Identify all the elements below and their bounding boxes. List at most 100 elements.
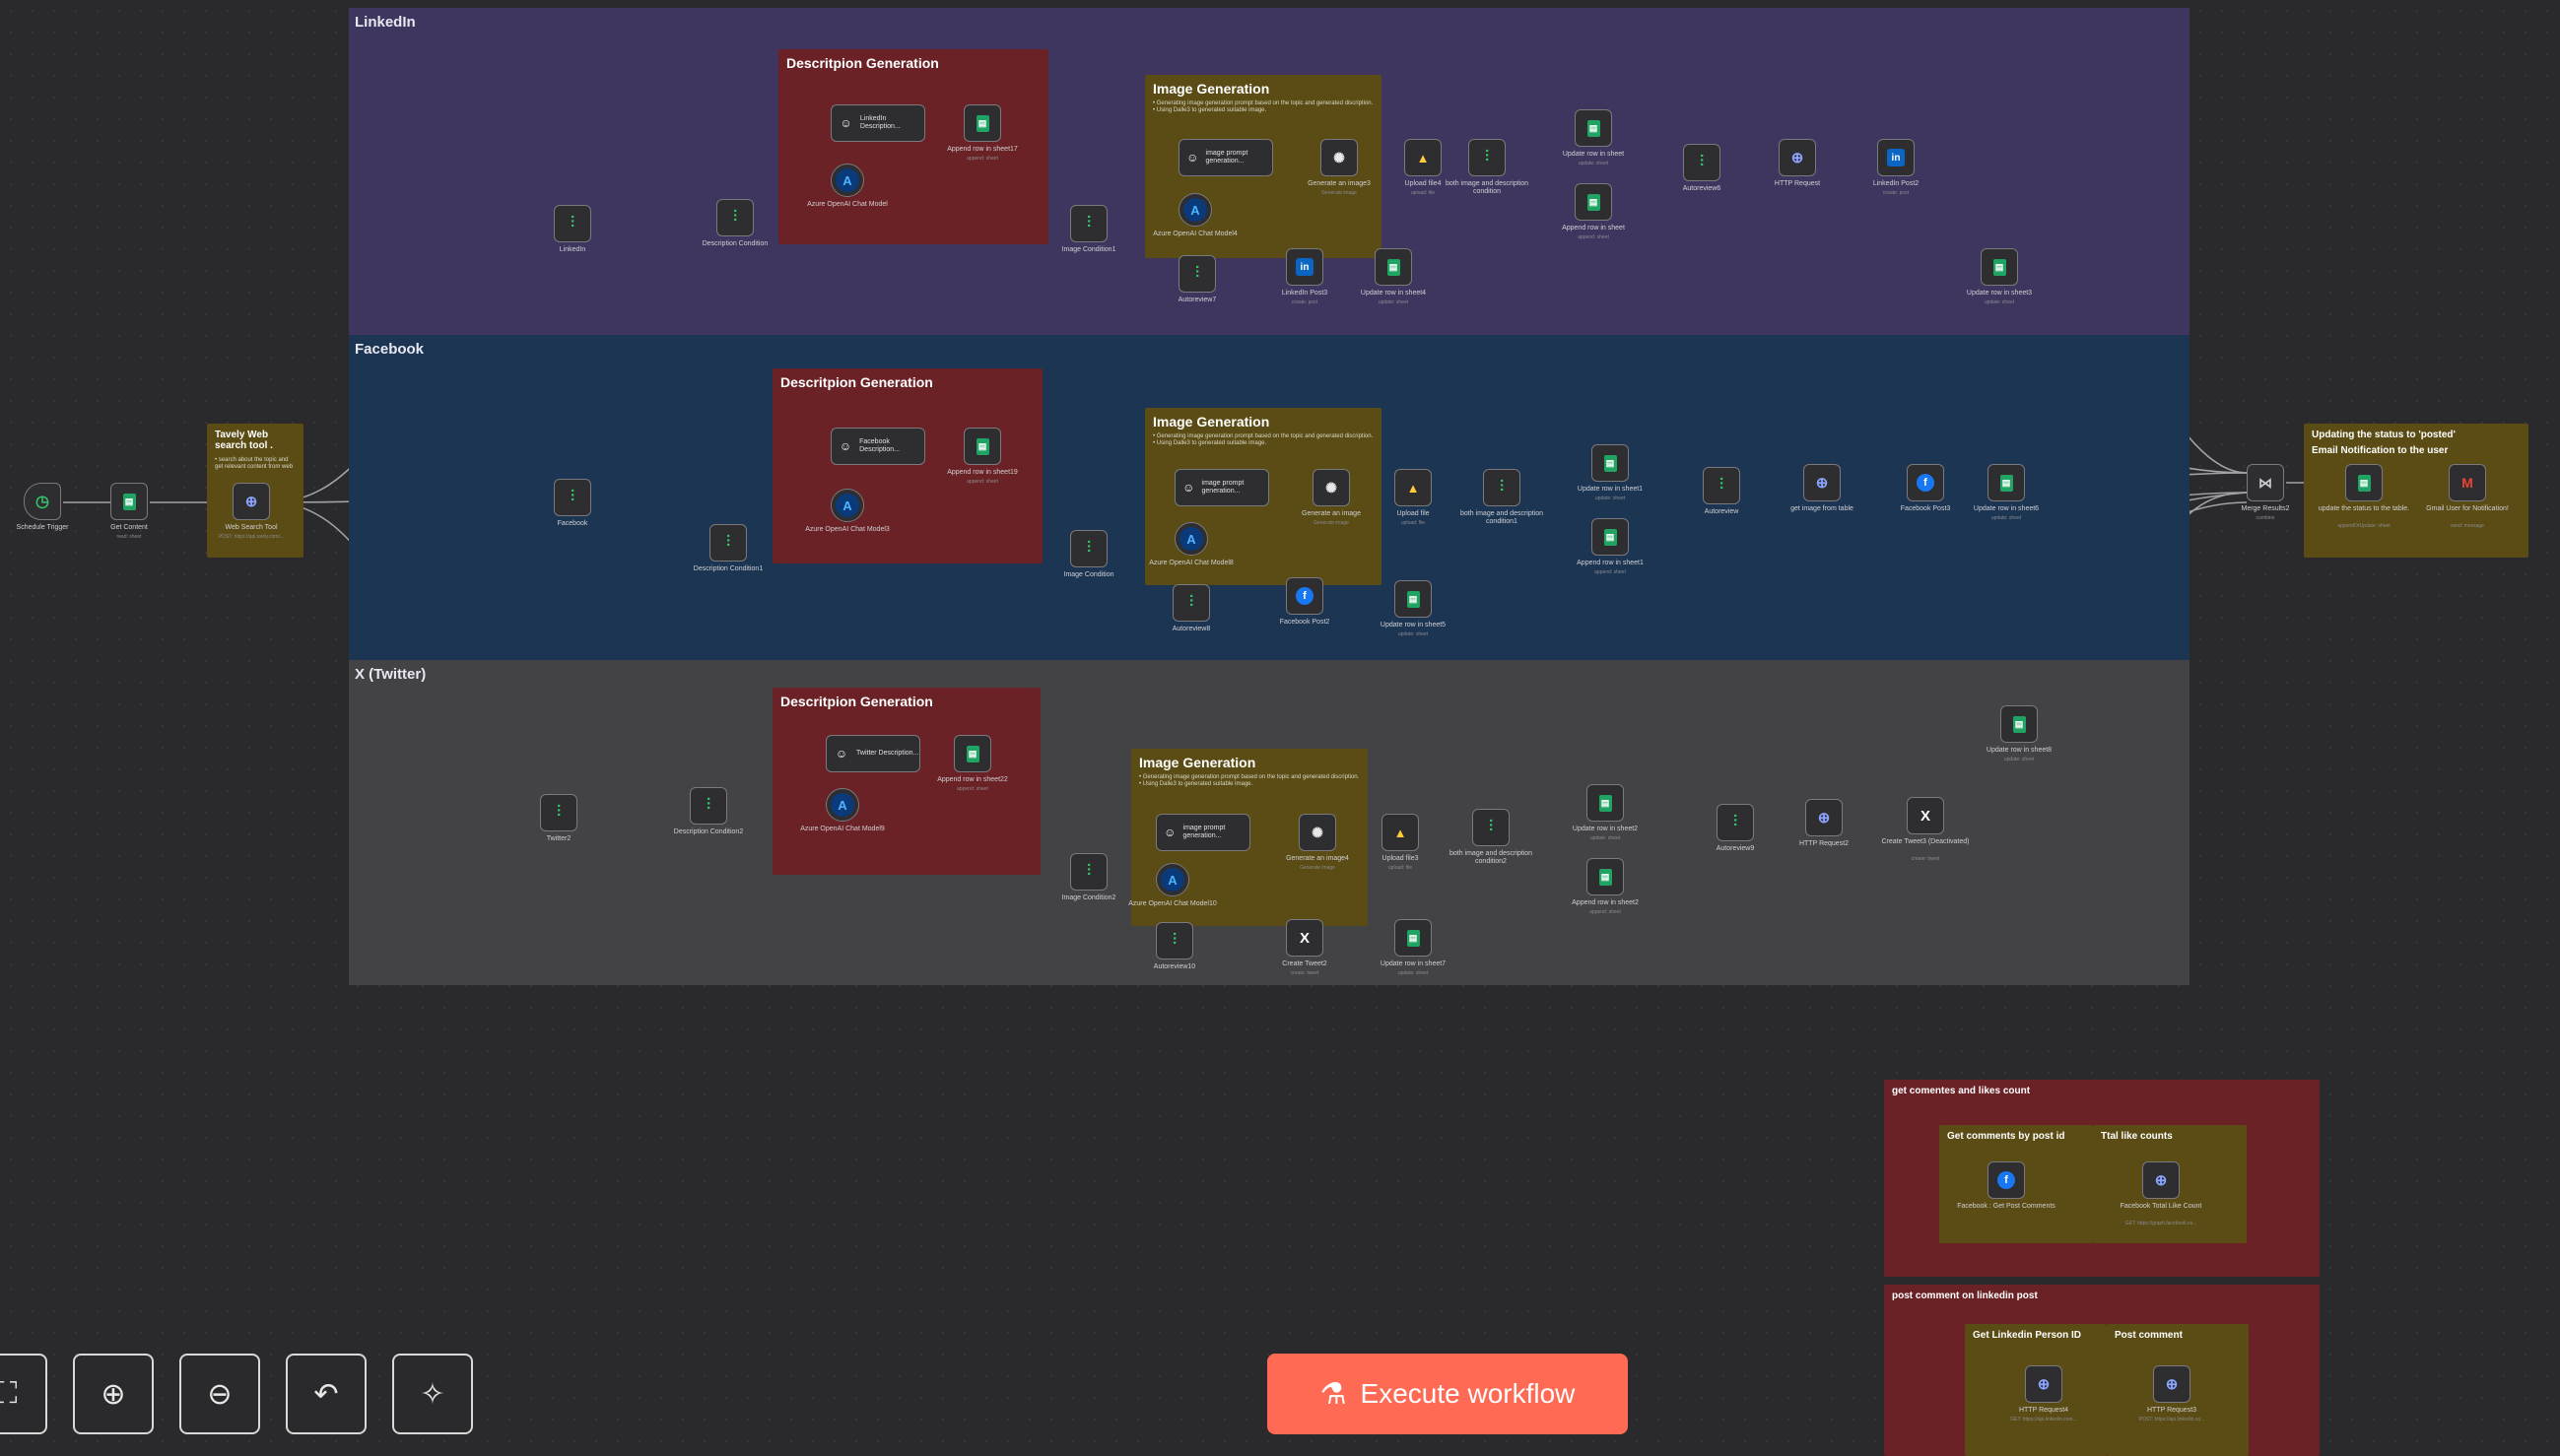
- node-label: Append row in sheet17: [947, 146, 1018, 153]
- node-imgcond1[interactable]: ⫶: [1070, 205, 1108, 242]
- node-li-genimg[interactable]: ✺: [1320, 139, 1358, 176]
- sheet-icon: ▤: [976, 437, 989, 455]
- node-websearch[interactable]: ⊕: [233, 483, 270, 520]
- if-icon: ⫶: [570, 215, 574, 232]
- node-li-update4[interactable]: ▤: [1375, 248, 1412, 286]
- robot-icon: ☺: [839, 439, 852, 453]
- node-li-desc[interactable]: ☺LinkedIn Description...: [831, 104, 925, 142]
- node-fb-both[interactable]: ⫶: [1483, 469, 1520, 506]
- sticky-desc-twitter[interactable]: Descritpion Generation: [773, 688, 1041, 875]
- node-label: Autoreview7: [1178, 297, 1217, 303]
- node-fb-getcomments[interactable]: f: [1987, 1161, 2025, 1199]
- node-fb-update5[interactable]: ▤: [1394, 580, 1432, 618]
- node-facebook[interactable]: ⫶: [554, 479, 591, 516]
- node-x-both[interactable]: ⫶: [1472, 809, 1510, 846]
- node-sublabel: create: post: [1882, 190, 1910, 196]
- node-x-append2[interactable]: ▤: [1586, 858, 1624, 895]
- node-li-post3[interactable]: in: [1286, 248, 1323, 286]
- sticky-tavily[interactable]: Tavely Web search tool . • search about …: [207, 424, 303, 558]
- node-fb-autoreview8[interactable]: ⫶: [1173, 584, 1210, 622]
- node-desccond2[interactable]: ⫶: [690, 787, 727, 825]
- node-li-http[interactable]: ⊕: [1779, 139, 1816, 176]
- tidy-up-button[interactable]: ✧: [392, 1354, 473, 1434]
- node-sublabel: update: sheet: [1589, 835, 1621, 841]
- node-linkedin[interactable]: ⫶: [554, 205, 591, 242]
- sheet-icon: ▤: [1406, 590, 1420, 608]
- node-li-autoreview6[interactable]: ⫶: [1683, 144, 1720, 181]
- node-li-azure[interactable]: A: [831, 164, 864, 197]
- node-x-update2[interactable]: ▤: [1586, 784, 1624, 822]
- node-x-update7[interactable]: ▤: [1394, 919, 1432, 957]
- sticky-post-comment[interactable]: post comment on linkedin post Get Linked…: [1884, 1285, 2320, 1456]
- node-li-append[interactable]: ▤: [1575, 183, 1612, 221]
- node-desccond1[interactable]: ⫶: [709, 524, 747, 562]
- drive-icon: ▲: [1416, 150, 1430, 165]
- sticky-status-email[interactable]: Updating the status to 'posted' Email No…: [2304, 424, 2528, 558]
- node-li-upload[interactable]: ▲: [1404, 139, 1442, 176]
- node-label: Merge Results2: [2241, 505, 2290, 512]
- node-x-autoreview10[interactable]: ⫶: [1156, 922, 1193, 960]
- node-x-http2[interactable]: ⊕: [1805, 799, 1843, 836]
- node-imgcond[interactable]: ⫶: [1070, 530, 1108, 567]
- fit-view-button[interactable]: ⛶: [0, 1354, 47, 1434]
- node-x-azure10[interactable]: A: [1156, 863, 1189, 896]
- node-x-azure9[interactable]: A: [826, 788, 859, 822]
- node-x-tweet2[interactable]: X: [1286, 919, 1323, 957]
- node-http4[interactable]: ⊕: [2025, 1365, 2062, 1403]
- globe-icon: ⊕: [244, 494, 258, 510]
- node-label: Generate an image4: [1286, 855, 1349, 862]
- node-x-genimg[interactable]: ✺: [1299, 814, 1336, 851]
- node-x-tweet3[interactable]: X: [1907, 797, 1944, 834]
- node-label: Update row in sheet6: [1973, 505, 2040, 512]
- node-li-update3[interactable]: ▤: [1981, 248, 2018, 286]
- sheet-icon: ▤: [1386, 258, 1400, 276]
- node-fb-post2[interactable]: f: [1286, 577, 1323, 615]
- node-x-desc[interactable]: ☺Twitter Description...: [826, 735, 920, 772]
- node-fb-likes[interactable]: ⊕: [2142, 1161, 2180, 1199]
- node-fb-append19[interactable]: ▤: [964, 428, 1001, 465]
- node-getcontent[interactable]: ▤: [110, 483, 148, 520]
- node-merge[interactable]: ⋈: [2247, 464, 2284, 501]
- sticky-desc-linkedin[interactable]: Descritpion Generation: [778, 49, 1048, 244]
- node-fb-update6[interactable]: ▤: [1987, 464, 2025, 501]
- node-li-azure4[interactable]: A: [1179, 193, 1212, 227]
- zoom-in-button[interactable]: ⊕: [73, 1354, 154, 1434]
- node-fb-azure3[interactable]: A: [831, 489, 864, 522]
- node-update-status[interactable]: ▤: [2345, 464, 2383, 501]
- node-desccond[interactable]: ⫶: [716, 199, 754, 236]
- node-li-autoreview7[interactable]: ⫶: [1179, 255, 1216, 293]
- node-fb-genimg[interactable]: ✺: [1313, 469, 1350, 506]
- node-fb-getimage[interactable]: ⊕: [1803, 464, 1841, 501]
- node-fb-desc[interactable]: ☺Facebook Description...: [831, 428, 925, 465]
- node-x-update8[interactable]: ▤: [2000, 705, 2038, 743]
- if-icon: ⫶: [1172, 932, 1177, 949]
- node-li-append17[interactable]: ▤: [964, 104, 1001, 142]
- node-fb-azure8[interactable]: A: [1175, 522, 1208, 556]
- node-http3[interactable]: ⊕: [2153, 1365, 2190, 1403]
- node-x-append22[interactable]: ▤: [954, 735, 991, 772]
- node-x-imgprompt[interactable]: ☺image prompt generation...: [1156, 814, 1250, 851]
- node-twitter2[interactable]: ⫶: [540, 794, 577, 831]
- node-fb-append1[interactable]: ▤: [1591, 518, 1629, 556]
- node-li-update[interactable]: ▤: [1575, 109, 1612, 147]
- node-x-autoreview9[interactable]: ⫶: [1717, 804, 1754, 841]
- node-li-both[interactable]: ⫶: [1468, 139, 1506, 176]
- node-fb-autoreview[interactable]: ⫶: [1703, 467, 1740, 504]
- node-fb-post3[interactable]: f: [1907, 464, 1944, 501]
- node-gmail[interactable]: M: [2449, 464, 2486, 501]
- node-li-post2[interactable]: in: [1877, 139, 1915, 176]
- zoom-out-button[interactable]: ⊖: [179, 1354, 260, 1434]
- sticky-desc-facebook[interactable]: Descritpion Generation: [773, 368, 1043, 563]
- if-icon: ⫶: [1718, 477, 1723, 494]
- node-imgcond2[interactable]: ⫶: [1070, 853, 1108, 891]
- execute-workflow-button[interactable]: ⚗ Execute workflow: [1267, 1354, 1628, 1434]
- node-schedule[interactable]: ◷: [24, 483, 61, 520]
- node-x-upload[interactable]: ▲: [1381, 814, 1419, 851]
- node-fb-update1[interactable]: ▤: [1591, 444, 1629, 482]
- node-li-imgprompt[interactable]: ☺image prompt generation...: [1179, 139, 1273, 176]
- node-fb-upload[interactable]: ▲: [1394, 469, 1432, 506]
- node-fb-imgprompt[interactable]: ☺image prompt generation...: [1175, 469, 1269, 506]
- sticky-comments-likes[interactable]: get comentes and likes count Get comment…: [1884, 1080, 2320, 1277]
- undo-button[interactable]: ↶: [286, 1354, 367, 1434]
- node-label: Azure OpenAI Chat Model4: [1153, 231, 1238, 237]
